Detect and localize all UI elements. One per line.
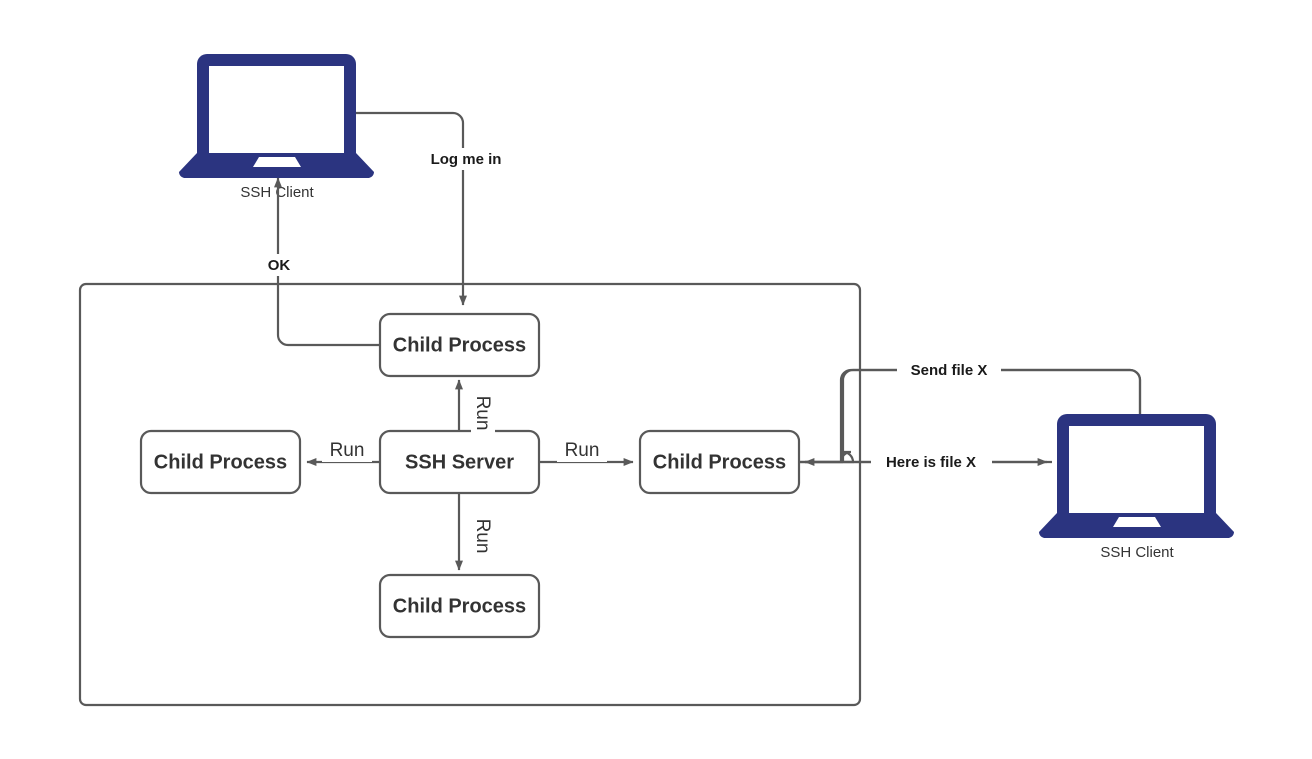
run-up-label-bg	[471, 388, 495, 438]
server-host-boundary	[78, 282, 862, 707]
laptop-notch-right	[1113, 517, 1161, 527]
child-process-right-label: Child Process	[653, 451, 786, 473]
here-is-file-label-bg	[871, 452, 992, 472]
laptop-notch-left	[253, 157, 301, 167]
run-right-label-bg	[557, 438, 607, 462]
ssh-client-right-label: SSH Client	[1100, 544, 1174, 561]
laptop-screen-left	[209, 66, 344, 153]
ssh-client-right-laptop	[1038, 414, 1235, 538]
node-child-process-top[interactable]: Child Process	[378, 312, 541, 378]
edge-label-ok: OK	[268, 257, 291, 274]
edge-label-log-me-in: Log me in	[431, 151, 502, 168]
node-child-process-bottom[interactable]: Child Process	[378, 573, 541, 639]
ssh-client-left-laptop	[178, 54, 375, 178]
run-down-label-bg	[471, 511, 495, 561]
child-process-top-label: Child Process	[393, 334, 526, 356]
edge-label-run-right: Run	[565, 440, 600, 461]
ssh-server-label: SSH Server	[405, 451, 514, 473]
edge-log-me-in	[356, 111, 467, 306]
node-child-process-right[interactable]: Child Process	[638, 429, 801, 495]
ssh-server-box[interactable]	[378, 429, 541, 495]
edge-label-here-is-file-x: Here is file X	[886, 454, 976, 471]
node-ssh-server[interactable]: SSH Server	[378, 429, 541, 495]
node-child-process-left[interactable]: Child Process	[139, 429, 302, 495]
child-process-bottom-label: Child Process	[393, 595, 526, 617]
edge-label-send-file-x: Send file X	[911, 362, 988, 379]
run-left-label-bg	[322, 438, 372, 462]
edge-label-run-up: Run	[472, 396, 493, 431]
edge-label-run-up-group: Run	[471, 388, 495, 438]
ok-label-bg	[257, 254, 299, 276]
log-me-in-label-bg	[409, 148, 521, 170]
send-file-label-bg	[897, 360, 1001, 380]
child-process-left-label: Child Process	[154, 451, 287, 473]
edge-label-run-down: Run	[472, 519, 493, 554]
laptop-screen-right	[1069, 426, 1204, 513]
edge-label-run-left: Run	[330, 440, 365, 461]
child-process-top-box[interactable]	[378, 312, 541, 378]
child-process-bottom-box[interactable]	[378, 573, 541, 639]
child-process-left-box[interactable]	[139, 429, 302, 495]
edge-ok	[274, 177, 380, 347]
edge-label-run-down-group: Run	[471, 511, 495, 561]
child-process-right-box[interactable]	[638, 429, 801, 495]
